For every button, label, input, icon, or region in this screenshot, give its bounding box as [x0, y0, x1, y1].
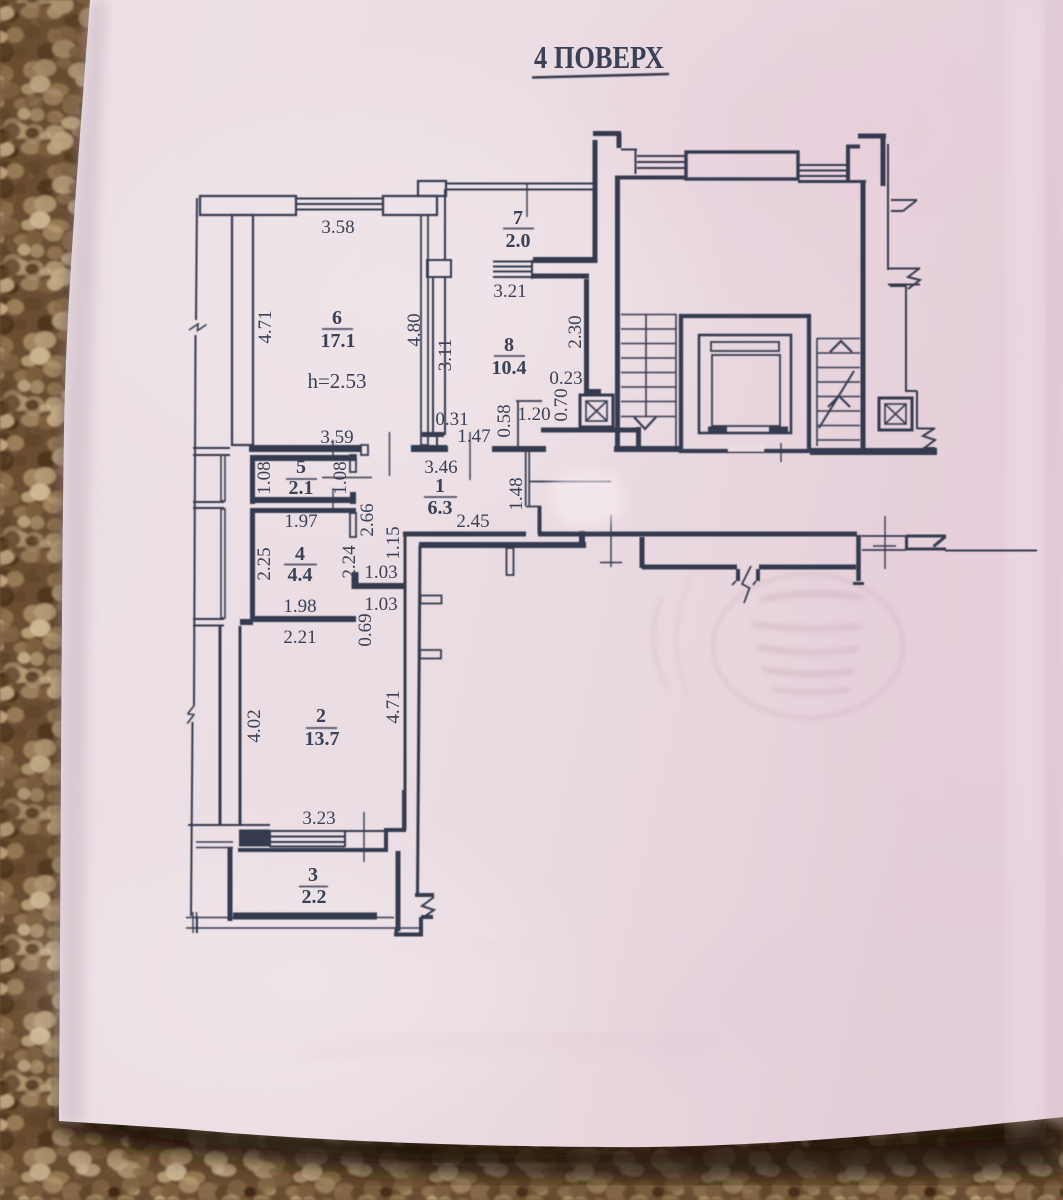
- svg-text:4.71: 4.71: [383, 690, 404, 723]
- svg-text:2.0: 2.0: [506, 230, 531, 252]
- svg-text:3.23: 3.23: [302, 808, 335, 829]
- svg-text:2: 2: [316, 705, 326, 727]
- svg-text:3.59: 3.59: [320, 427, 353, 448]
- svg-text:1.08: 1.08: [330, 461, 351, 494]
- svg-text:4: 4: [295, 543, 305, 565]
- svg-text:10.4: 10.4: [492, 357, 527, 379]
- svg-text:3.11: 3.11: [435, 339, 456, 372]
- svg-text:2.1: 2.1: [289, 477, 314, 499]
- svg-text:4 ПОВЕРХ: 4 ПОВЕРХ: [534, 39, 664, 75]
- svg-text:6: 6: [332, 307, 342, 329]
- svg-text:2.45: 2.45: [456, 511, 489, 532]
- svg-text:1: 1: [435, 475, 445, 497]
- svg-text:4.02: 4.02: [244, 709, 265, 742]
- svg-text:7: 7: [513, 207, 523, 229]
- svg-text:4.80: 4.80: [404, 313, 425, 346]
- svg-text:1.03: 1.03: [364, 594, 397, 615]
- svg-text:4.71: 4.71: [255, 310, 276, 343]
- svg-text:4.4: 4.4: [288, 564, 313, 586]
- svg-text:8: 8: [504, 334, 514, 356]
- svg-text:2.25: 2.25: [254, 547, 275, 580]
- svg-text:1.98: 1.98: [283, 596, 316, 617]
- svg-text:5: 5: [296, 456, 306, 478]
- svg-text:1.97: 1.97: [284, 511, 317, 532]
- svg-text:0.58: 0.58: [494, 404, 515, 437]
- svg-text:1.08: 1.08: [254, 461, 275, 494]
- svg-text:1.47: 1.47: [457, 426, 490, 447]
- svg-text:3: 3: [308, 864, 318, 886]
- svg-text:6.3: 6.3: [428, 497, 453, 519]
- svg-text:3.58: 3.58: [321, 217, 354, 238]
- svg-text:0.70: 0.70: [551, 388, 572, 421]
- svg-text:13.7: 13.7: [305, 728, 340, 750]
- svg-text:1.48: 1.48: [506, 477, 527, 510]
- svg-text:0.31: 0.31: [435, 409, 468, 430]
- svg-text:1.15: 1.15: [383, 526, 404, 559]
- svg-text:17.1: 17.1: [321, 330, 356, 352]
- svg-text:3.21: 3.21: [493, 281, 526, 302]
- svg-text:1.20: 1.20: [517, 404, 550, 425]
- svg-text:2.24: 2.24: [339, 545, 360, 579]
- svg-text:0.69: 0.69: [355, 613, 376, 646]
- svg-text:2.21: 2.21: [283, 627, 316, 648]
- svg-text:h=2.53: h=2.53: [307, 369, 366, 393]
- svg-text:0.23: 0.23: [549, 368, 582, 389]
- svg-text:2.2: 2.2: [302, 886, 327, 908]
- svg-text:2.66: 2.66: [357, 503, 378, 536]
- svg-text:2.30: 2.30: [565, 315, 586, 348]
- svg-text:1.03: 1.03: [364, 562, 397, 583]
- svg-text:3.46: 3.46: [424, 457, 457, 478]
